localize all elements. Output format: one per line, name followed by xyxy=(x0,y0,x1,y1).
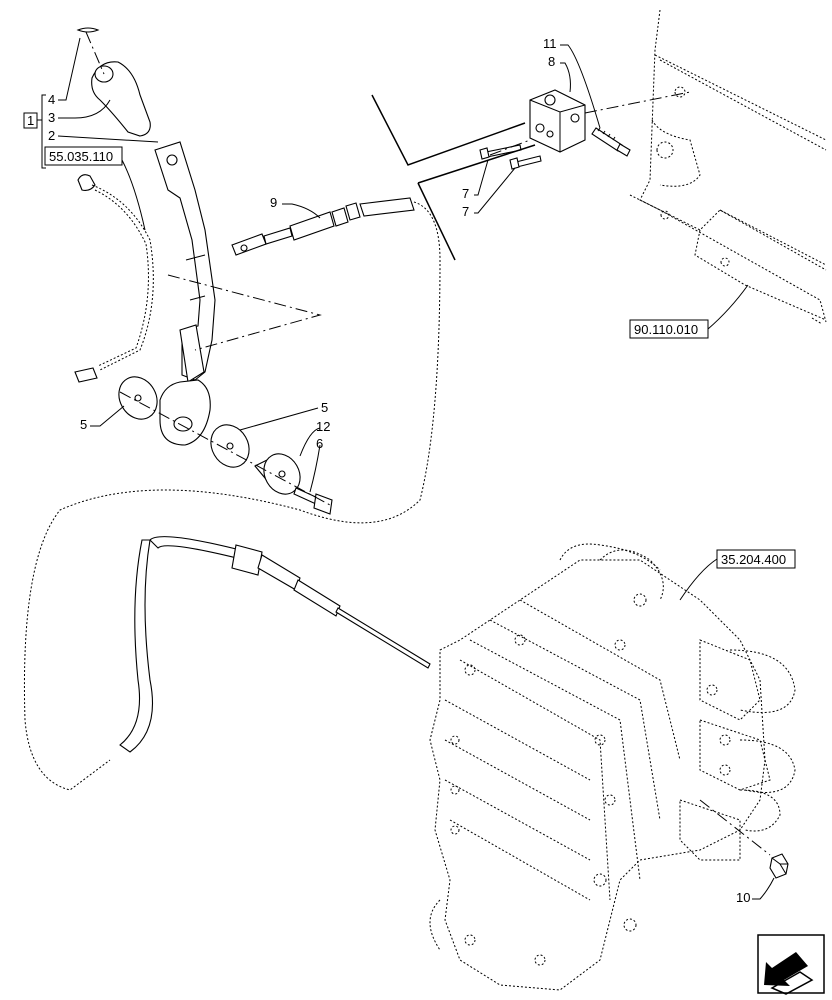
hex-nut xyxy=(769,853,789,879)
arrow-icon[interactable] xyxy=(757,934,825,995)
callout-6: 6 xyxy=(316,436,323,451)
callout-11: 11 xyxy=(543,36,557,51)
reference-90110010[interactable]: 90.110.010 xyxy=(629,284,749,339)
callout-5-left: 5 xyxy=(80,417,87,432)
reference-label-bracket-frame: 90.110.010 xyxy=(634,322,698,337)
mounting-block xyxy=(529,89,586,153)
wire-harness xyxy=(74,174,154,383)
screws-pair xyxy=(479,144,542,170)
valve-block xyxy=(429,543,796,991)
callout-5-right: 5 xyxy=(321,400,328,415)
callout-1: 1 xyxy=(27,113,34,128)
lower-control-cable xyxy=(119,536,431,753)
callout-7-lower: 7 xyxy=(462,204,469,219)
callout-12: 12 xyxy=(316,419,330,434)
lever-arm xyxy=(154,141,216,446)
reference-55035110[interactable]: 55.035.110 xyxy=(44,146,146,231)
washer-right xyxy=(210,424,250,468)
callouts: 1 4 3 2 5 5 12 6 9 11 8 7 7 10 xyxy=(23,36,775,905)
lever-knob xyxy=(76,27,151,137)
callout-10: 10 xyxy=(736,890,750,905)
spacer-bushing xyxy=(254,453,301,495)
callout-7-upper: 7 xyxy=(462,186,469,201)
callout-8: 8 xyxy=(548,54,555,69)
reference-label-valve-block: 35.204.400 xyxy=(721,552,786,567)
control-cable-end xyxy=(23,197,441,791)
callout-3: 3 xyxy=(48,110,55,125)
callout-9: 9 xyxy=(270,195,277,210)
washer-left xyxy=(118,376,158,420)
reference-label-lever-harness: 55.035.110 xyxy=(49,149,113,164)
callout-2: 2 xyxy=(48,128,55,143)
callout-4: 4 xyxy=(48,92,55,107)
reference-35204400[interactable]: 35.204.400 xyxy=(679,549,796,601)
bolt-long xyxy=(591,127,631,157)
frame-bracket xyxy=(629,9,827,325)
